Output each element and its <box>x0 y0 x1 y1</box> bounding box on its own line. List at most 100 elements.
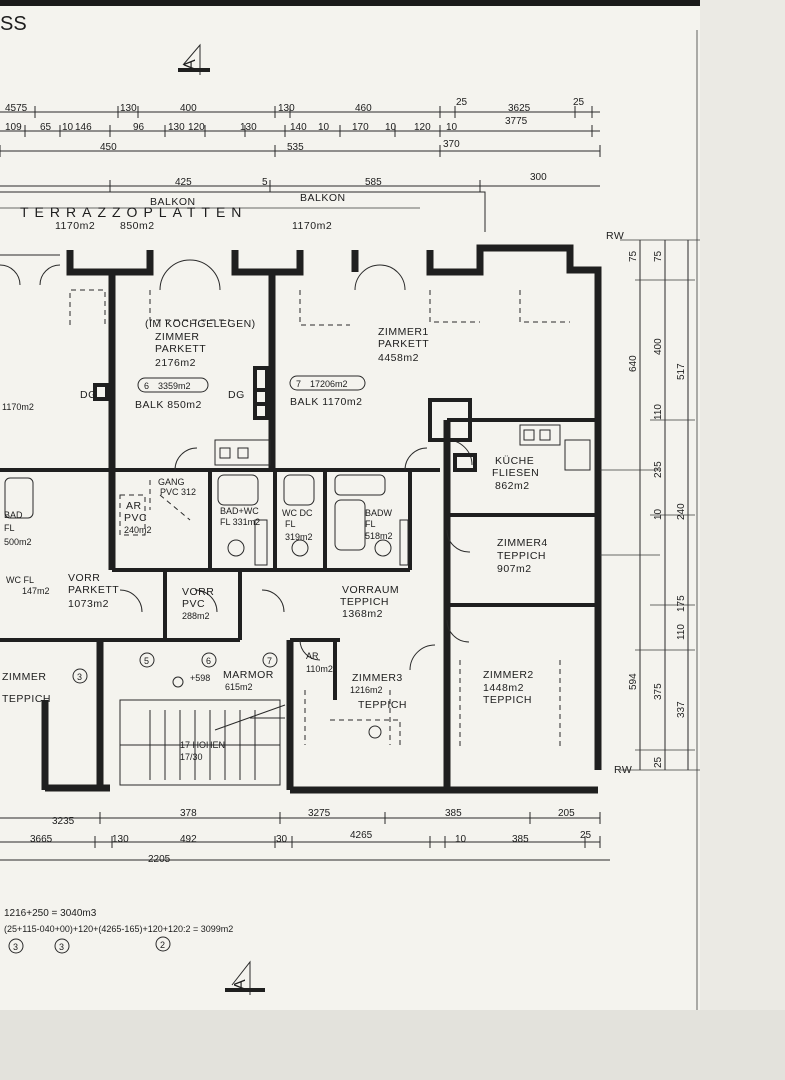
room-vorr-pvc-area: 288m2 <box>182 611 210 621</box>
room-bad-left-label: BAD <box>4 510 23 520</box>
room-ar-small-label: AR <box>306 651 319 661</box>
svg-text:375: 375 <box>653 683 664 700</box>
formula-circle-b: 3 <box>59 942 64 952</box>
svg-text:130: 130 <box>168 122 185 133</box>
svg-text:5: 5 <box>262 177 268 188</box>
svg-text:146: 146 <box>75 122 92 133</box>
balcony-outline <box>0 191 486 232</box>
svg-text:109: 109 <box>5 122 22 133</box>
terrazzo-area-1: 1170m2 <box>55 220 95 232</box>
room-kueche-area: 862m2 <box>495 480 530 492</box>
room-ar-floor: PVC <box>124 512 147 524</box>
svg-text:120: 120 <box>188 122 205 133</box>
svg-text:450: 450 <box>100 142 117 153</box>
circle-7-label: 7 <box>267 656 272 666</box>
room-badw-area: 518m2 <box>365 531 393 541</box>
terrazzo-label: TERRAZZOPLATTEN <box>20 204 247 220</box>
top-dimension-lines <box>0 106 601 192</box>
svg-text:460: 460 <box>355 103 372 114</box>
room-vorr-pvc-label: VORR <box>182 586 214 598</box>
room-zimmer4-area: 907m2 <box>497 563 532 575</box>
room-zimmer1-label: ZIMMER1 <box>378 326 429 338</box>
right-dimension-lines <box>600 239 700 771</box>
svg-text:130: 130 <box>120 103 137 114</box>
room-zimmer3-label: ZIMMER3 <box>352 672 403 684</box>
svg-text:130: 130 <box>240 122 257 133</box>
formula-line-2: (25+115-040+00)+120+(4265-165)+120+120:2… <box>4 924 233 934</box>
room-bad-left-area: 500m2 <box>4 537 32 547</box>
door-arcs <box>119 439 473 671</box>
svg-text:110: 110 <box>676 624 687 640</box>
room-kueche-label: KÜCHE <box>495 455 534 467</box>
circle-3-label: 3 <box>77 672 82 682</box>
svg-text:517: 517 <box>676 363 687 380</box>
corner-text: SS <box>0 13 27 35</box>
svg-text:130: 130 <box>278 103 295 114</box>
svg-text:594: 594 <box>628 673 639 690</box>
exterior-walls <box>0 244 602 794</box>
circle-5-label: 5 <box>144 656 149 666</box>
circle-6-label: 6 <box>206 656 211 666</box>
circle-markers <box>8 375 382 954</box>
formula-line-1: 1216+250 = 3040m3 <box>4 908 97 919</box>
balk-1170-label: BALK 1170m2 <box>290 396 362 408</box>
svg-text:3625: 3625 <box>508 103 531 114</box>
svg-text:378: 378 <box>180 808 197 819</box>
section-marker-top <box>178 43 210 75</box>
room-ar-small-area: 110m2 <box>306 664 333 674</box>
staircase <box>119 676 286 786</box>
svg-text:3665: 3665 <box>30 834 53 845</box>
room-vorraum-label: VORRAUM <box>342 584 399 596</box>
room-vorr-left-floor: PARKETT <box>68 584 119 596</box>
badge-6-area: 3359m2 <box>158 381 191 391</box>
svg-text:337: 337 <box>676 701 687 718</box>
left-area-label: 1170m2 <box>2 402 34 412</box>
svg-text:170: 170 <box>352 122 369 133</box>
svg-text:240: 240 <box>676 503 687 520</box>
svg-text:10: 10 <box>446 122 458 133</box>
svg-text:4265: 4265 <box>350 830 373 841</box>
scan-right-margin <box>700 0 785 1080</box>
balkon-left-label: BALKON <box>150 196 196 208</box>
badge-6: 6 <box>144 381 149 391</box>
svg-text:492: 492 <box>180 834 197 845</box>
svg-text:140: 140 <box>290 122 307 133</box>
balk-850-label: BALK 850m2 <box>135 399 202 411</box>
room-badwc-label: BAD+WC <box>220 506 259 516</box>
room-vorr-left-label: VORR <box>68 572 100 584</box>
svg-text:585: 585 <box>365 177 382 188</box>
svg-text:130: 130 <box>112 834 129 845</box>
interior-walls <box>0 272 598 790</box>
svg-text:385: 385 <box>512 834 529 845</box>
svg-text:10: 10 <box>62 122 74 133</box>
terrazzo-area-3: 1170m2 <box>292 220 332 232</box>
room-wcdc-label: WC DC <box>282 508 313 518</box>
formula-circle-c: 2 <box>160 940 165 950</box>
svg-text:25: 25 <box>653 756 664 768</box>
room-vorraum-floor: TEPPICH <box>340 596 389 608</box>
terrazzo-area-2: 850m2 <box>120 220 155 232</box>
room-zimmer2-label: ZIMMER2 <box>483 669 534 681</box>
room-zimmer1-area: 4458m2 <box>378 352 419 364</box>
room-zimmer-label: ZIMMER <box>155 331 199 343</box>
room-zimmer2-area: 1448m2 <box>483 682 524 694</box>
stairs-label: 17 HOHEN <box>180 740 225 750</box>
room-wc-left-label: WC FL <box>6 575 34 585</box>
svg-text:300: 300 <box>530 172 547 183</box>
svg-text:4575: 4575 <box>5 103 28 114</box>
svg-text:30: 30 <box>276 834 288 845</box>
svg-text:25: 25 <box>573 97 585 108</box>
svg-text:75: 75 <box>628 250 639 262</box>
svg-text:400: 400 <box>653 338 664 355</box>
room-wcdc-area: 319m2 <box>285 532 313 542</box>
svg-text:10: 10 <box>653 508 664 520</box>
room-zimmer-area: 2176m2 <box>155 357 196 369</box>
room-bad-left-fl: FL <box>4 523 15 533</box>
window-swings <box>0 254 570 750</box>
bottom-dimension-lines <box>0 812 610 861</box>
svg-text:10: 10 <box>385 122 397 133</box>
formula-circle-a: 3 <box>13 942 18 952</box>
svg-text:75: 75 <box>653 250 664 262</box>
